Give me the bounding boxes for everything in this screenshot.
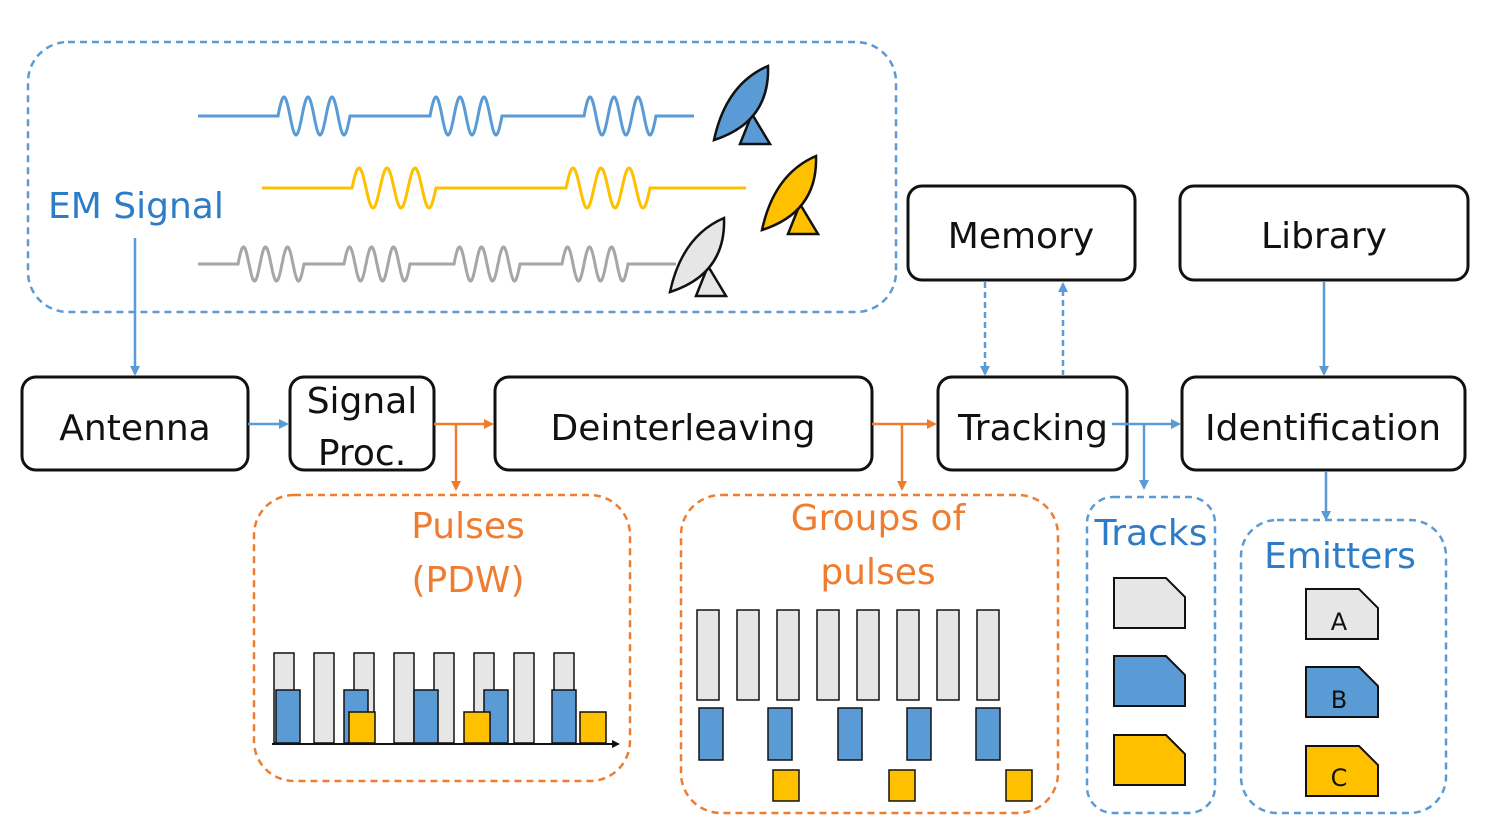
group-bar-blue [837, 707, 863, 761]
group-bar-gray [776, 609, 800, 701]
library-label: Library [1261, 216, 1387, 257]
track-gray [1113, 577, 1186, 629]
antenna-label: Antenna [59, 408, 210, 449]
em-signal-label: EM Signal [48, 186, 224, 227]
emitter-a-shape [1305, 588, 1379, 640]
group-bar-gray [856, 609, 880, 701]
group-bar-yellow [1005, 769, 1033, 802]
emitter-b-label: B [1331, 686, 1347, 714]
pulses-region [252, 493, 632, 783]
pulse-bar-gray [313, 652, 335, 744]
emitter-c-label: C [1331, 764, 1348, 792]
pulse-bar-gray [513, 652, 535, 744]
radar-dish-icon [760, 154, 821, 236]
signal-proc-label-line2: Proc. [318, 433, 406, 474]
pulse-bar-yellow [463, 711, 491, 744]
group-bar-gray [696, 609, 720, 701]
tracks-label: Tracks [1094, 513, 1208, 554]
emitter-b-shape [1305, 666, 1379, 718]
deinterleaving-label: Deinterleaving [551, 408, 816, 449]
groups-region [679, 493, 1060, 815]
group-bar-blue [767, 707, 793, 761]
groups-label-line2: pulses [820, 552, 935, 593]
pulse-bar-yellow [348, 711, 376, 744]
grouped-pulse-bars [696, 609, 1033, 802]
gray-signal-wave [198, 245, 676, 283]
pulse-bar-yellow [579, 711, 607, 744]
radar-dish-icon [712, 64, 773, 146]
emitters-label: Emitters [1264, 536, 1416, 577]
group-bar-yellow [772, 769, 800, 802]
track-yellow [1113, 734, 1186, 786]
identification-label: Identification [1205, 408, 1441, 449]
group-bar-gray [976, 609, 1000, 701]
emitter-c-shape [1305, 745, 1379, 797]
track-blue [1113, 655, 1186, 707]
library-box [1178, 184, 1470, 282]
yellow-signal-wave [262, 166, 746, 210]
pulses-label-line1: Pulses [411, 506, 525, 547]
pdw-pulse-bars [273, 652, 607, 744]
memory-box [906, 184, 1137, 282]
pulse-bar-blue [413, 689, 439, 744]
pulse-bar-blue [551, 689, 577, 744]
groups-label-line1: Groups of [791, 498, 967, 539]
group-bar-gray [896, 609, 920, 701]
pulses-label-line2: (PDW) [411, 560, 524, 601]
emitters-region [1239, 518, 1448, 815]
group-bar-blue [698, 707, 724, 761]
tracks-region [1085, 495, 1217, 815]
memory-label: Memory [948, 216, 1094, 257]
tracking-label: Tracking [957, 408, 1108, 449]
emitter-a-label: A [1331, 608, 1348, 636]
group-bar-gray [816, 609, 840, 701]
group-bar-blue [975, 707, 1001, 761]
group-bar-gray [936, 609, 960, 701]
radar-dish-icon [668, 216, 729, 298]
identification-box [1180, 375, 1467, 472]
blue-signal-wave [198, 95, 694, 137]
pulse-bar-blue [275, 689, 301, 744]
group-bar-blue [906, 707, 932, 761]
group-bar-gray [736, 609, 760, 701]
pulse-bar-gray [393, 652, 415, 744]
signal-proc-label-line1: Signal [307, 381, 418, 422]
group-bar-yellow [888, 769, 916, 802]
